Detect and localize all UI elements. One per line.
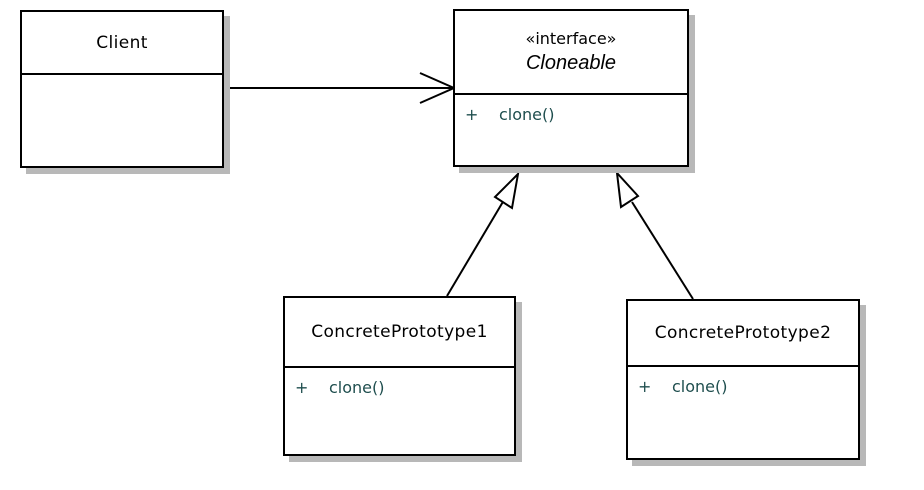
concrete2-realization-arrowhead bbox=[615, 170, 640, 209]
concrete-prototype-1-operations: + clone() bbox=[285, 368, 514, 397]
operation-name: clone() bbox=[499, 105, 555, 124]
cloneable-operations: + clone() bbox=[455, 95, 687, 124]
cloneable-interface-name: Cloneable bbox=[525, 52, 617, 74]
concrete1-realization-line bbox=[446, 194, 508, 297]
operation-visibility: + bbox=[465, 105, 479, 124]
operation-name: clone() bbox=[672, 377, 728, 396]
concrete1-realization-arrowhead bbox=[493, 171, 520, 210]
cloneable-interface-header: «interface» Cloneable bbox=[455, 11, 687, 95]
cloneable-interface: «interface» Cloneable + clone() bbox=[453, 9, 689, 167]
concrete-prototype-1-class: ConcretePrototype1 + clone() bbox=[283, 296, 516, 456]
client-class-name: Client bbox=[96, 32, 148, 53]
concrete-prototype-1-header: ConcretePrototype1 bbox=[285, 298, 514, 368]
concrete-prototype-2-operations: + clone() bbox=[628, 367, 858, 396]
operation-visibility: + bbox=[295, 378, 309, 397]
concrete-prototype-2-clone-operation: + clone() bbox=[638, 377, 858, 396]
client-class-header: Client bbox=[22, 12, 222, 75]
cloneable-clone-operation: + clone() bbox=[465, 105, 687, 124]
concrete-prototype-2-class: ConcretePrototype2 + clone() bbox=[626, 299, 860, 460]
operation-name: clone() bbox=[329, 378, 385, 397]
concrete-prototype-2-header: ConcretePrototype2 bbox=[628, 301, 858, 367]
concrete-prototype-1-name: ConcretePrototype1 bbox=[311, 322, 488, 342]
interface-stereotype: «interface» bbox=[525, 29, 617, 48]
operation-visibility: + bbox=[638, 377, 652, 396]
concrete2-realization-line bbox=[631, 201, 694, 300]
concrete-prototype-2-name: ConcretePrototype2 bbox=[654, 323, 832, 343]
client-class: Client bbox=[20, 10, 224, 168]
concrete-prototype-1-clone-operation: + clone() bbox=[295, 378, 514, 397]
